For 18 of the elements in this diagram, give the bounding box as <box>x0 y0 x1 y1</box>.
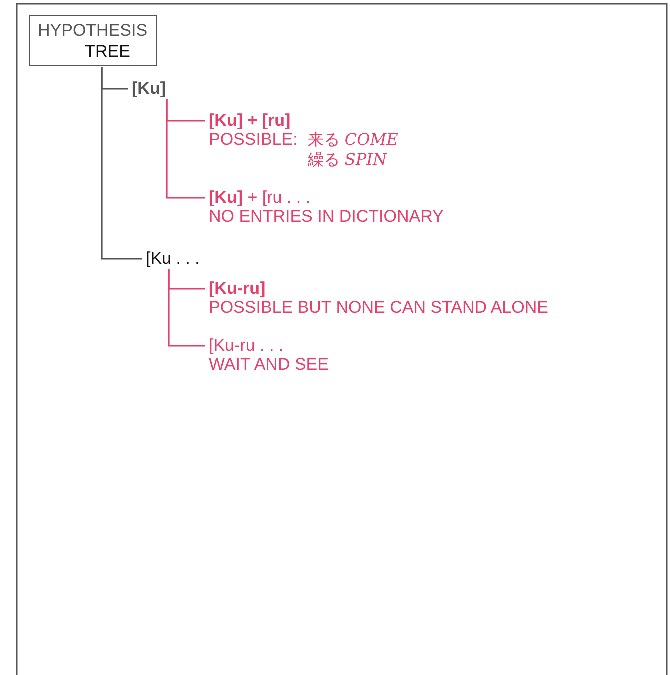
title-box <box>29 15 157 66</box>
hypothesis-label: [Ku] <box>132 79 166 98</box>
title-text: TREE <box>84 41 132 62</box>
entry-note: POSSIBLE: <box>209 130 298 151</box>
hypothesis-label: [Ku] + [ru . . . <box>209 188 312 207</box>
hypothesis-label: [Ku-ru] <box>209 279 267 298</box>
tree-line <box>168 269 205 347</box>
title-text: HYPOTHESIS <box>38 20 148 41</box>
hypothesis-label: [Ku-ru . . . <box>209 336 285 355</box>
translation-text: 繰る SPIN <box>308 150 388 170</box>
tree-line <box>101 67 142 260</box>
translation-text: 来る COME <box>308 130 398 150</box>
hypothesis-label: [Ku] + [ru] <box>209 111 292 130</box>
hypothesis-label: [Ku . . . <box>146 249 200 268</box>
entry-note: POSSIBLE BUT NONE CAN STAND ALONE <box>209 298 548 317</box>
entry-note: NO ENTRIES IN DICTIONARY <box>209 207 444 226</box>
tree-line <box>166 99 205 199</box>
entry-note: WAIT AND SEE <box>209 355 329 374</box>
